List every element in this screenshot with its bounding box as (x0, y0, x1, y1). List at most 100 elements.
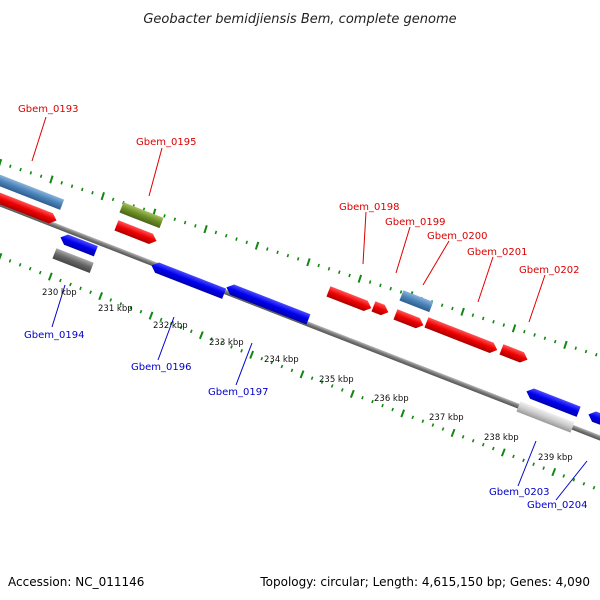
major-tick (249, 350, 255, 359)
major-tick (306, 258, 311, 267)
major-tick (0, 252, 3, 260)
kbp-label-239: 239 kbp (538, 453, 573, 463)
major-tick (47, 272, 53, 281)
major-tick (400, 409, 406, 418)
connector-gbem-0193 (31, 116, 47, 162)
minor-tick (389, 286, 392, 291)
minor-tick (441, 427, 445, 431)
minor-tick (139, 309, 143, 314)
gene-gbem-0193-steel (0, 171, 65, 210)
minor-tick (431, 423, 435, 427)
minor-tick (553, 339, 557, 344)
kbp-label-231: 231 kbp (98, 304, 133, 314)
minor-tick (91, 190, 94, 195)
minor-tick (533, 333, 536, 337)
gene-gbem-0200-steel (399, 290, 434, 313)
gene-gbem-0196 (151, 262, 227, 299)
label-gbem-0198[interactable]: Gbem_0198 (339, 202, 399, 213)
minor-tick (296, 257, 300, 261)
minor-tick (317, 263, 320, 268)
kbp-label-230: 230 kbp (42, 288, 77, 298)
minor-tick (240, 349, 243, 353)
kbp-label-233: 233 kbp (209, 338, 244, 348)
minor-tick (542, 466, 545, 470)
label-gbem-0193[interactable]: Gbem_0193 (18, 104, 78, 115)
label-gbem-0201[interactable]: Gbem_0201 (467, 247, 527, 258)
minor-tick (210, 337, 213, 341)
minor-tick (481, 442, 485, 447)
minor-tick (391, 407, 394, 412)
label-connectors (31, 116, 588, 501)
minor-tick (29, 171, 33, 175)
connector-gbem-0195 (148, 147, 163, 197)
label-gbem-0195[interactable]: Gbem_0195 (136, 137, 196, 148)
label-gbem-0202[interactable]: Gbem_0202 (519, 265, 579, 276)
minor-tick (260, 356, 264, 361)
minor-tick (338, 270, 341, 274)
minor-tick (59, 278, 62, 283)
minor-tick (348, 273, 351, 278)
gene-gbem-0198 (326, 286, 372, 312)
label-gbem-0203[interactable]: Gbem_0203 (489, 487, 549, 498)
minor-tick (89, 290, 92, 294)
minor-tick (451, 306, 454, 311)
minor-tick (224, 233, 228, 238)
map-title: Geobacter bemidjiensis Bem, complete gen… (143, 12, 456, 27)
major-tick (148, 311, 154, 320)
minor-tick (592, 485, 596, 490)
major-tick (0, 158, 3, 167)
minor-tick (194, 224, 197, 228)
minor-tick (220, 341, 223, 345)
gene-gbem-0197 (226, 284, 311, 325)
accession-text: Accession: NC_011146 (8, 575, 144, 589)
minor-tick (70, 184, 74, 188)
reverse-gene-labels: Gbem_0194 Gbem_0196 Gbem_0197 Gbem_0203 … (24, 330, 587, 511)
minor-tick (361, 396, 364, 400)
kbp-label-235: 235 kbp (319, 375, 354, 385)
topology-text: Topology: circular; Length: 4,615,150 bp… (259, 575, 590, 589)
minor-tick (18, 263, 22, 267)
major-tick (299, 370, 305, 379)
kbp-label-236: 236 kbp (374, 394, 409, 404)
major-tick (349, 389, 355, 398)
connector-gbem-0200 (422, 240, 450, 286)
minor-tick (286, 253, 290, 258)
minor-tick (327, 267, 331, 271)
minor-tick (461, 435, 465, 439)
minor-tick (595, 353, 598, 357)
minor-tick (69, 282, 72, 287)
minor-tick (159, 317, 163, 322)
label-gbem-0199[interactable]: Gbem_0199 (385, 217, 445, 228)
major-tick (450, 428, 456, 438)
gene-gbem-0203-gray (516, 401, 575, 433)
gene-gbem-0202 (499, 344, 528, 363)
minor-tick (179, 325, 183, 330)
gene-gbem-0204 (588, 411, 600, 435)
gene-gbem-0201 (424, 317, 498, 353)
minor-tick (280, 364, 284, 369)
lower-tick-track (0, 252, 596, 490)
minor-tick (79, 286, 82, 291)
label-gbem-0194[interactable]: Gbem_0194 (24, 330, 84, 341)
label-gbem-0197[interactable]: Gbem_0197 (208, 387, 268, 398)
label-gbem-0196[interactable]: Gbem_0196 (131, 362, 191, 373)
gene-features (0, 171, 600, 435)
minor-tick (379, 283, 382, 288)
kbp-scale-labels: 230 kbp 231 kbp 232 kbp 233 kbp 234 kbp … (42, 288, 573, 463)
minor-tick (183, 220, 187, 225)
minor-tick (381, 403, 384, 408)
minor-tick (60, 181, 63, 185)
minor-tick (522, 458, 525, 463)
minor-tick (562, 474, 566, 478)
connector-gbem-0203 (517, 440, 537, 487)
label-gbem-0204[interactable]: Gbem_0204 (527, 500, 587, 511)
gene-gbem-0193 (0, 189, 57, 224)
minor-tick (368, 280, 372, 284)
connector-gbem-0197 (235, 342, 253, 386)
minor-tick (421, 419, 425, 423)
label-gbem-0200[interactable]: Gbem_0200 (427, 231, 487, 242)
kbp-label-238: 238 kbp (484, 433, 519, 443)
minor-tick (9, 164, 12, 169)
minor-tick (543, 336, 547, 341)
minor-tick (28, 266, 32, 271)
